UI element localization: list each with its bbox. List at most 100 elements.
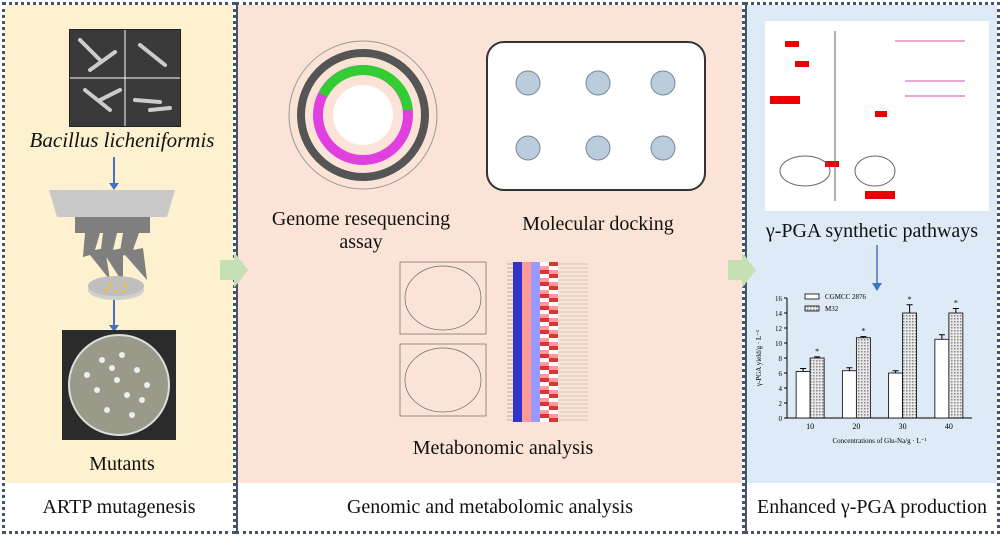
heatmap-cell: [531, 398, 540, 402]
heatmap-cell: [513, 298, 522, 302]
heatmap-cell: [540, 286, 549, 290]
heatmap-cell: [531, 378, 540, 382]
pathway-label: γ-PGA synthetic pathways: [765, 220, 979, 242]
heatmap-cell: [522, 362, 531, 366]
heatmap-cell: [540, 310, 549, 314]
heatmap-cell: [513, 378, 522, 382]
metabolite-heatmap: [507, 262, 588, 422]
heatmap-cell: [531, 414, 540, 418]
heatmap-cell: [522, 274, 531, 278]
heatmap-cell: [549, 358, 558, 362]
heatmap-cell: [540, 342, 549, 346]
heatmap-cell: [522, 286, 531, 290]
heatmap-cell: [531, 394, 540, 398]
heatmap-cell: [522, 402, 531, 406]
heatmap-cell: [522, 282, 531, 286]
y-tick-label: 16: [775, 295, 783, 303]
heatmap-cell: [540, 394, 549, 398]
heatmap-cell: [531, 370, 540, 374]
heatmap-cell: [522, 338, 531, 342]
heatmap-cell: [522, 266, 531, 270]
significance-mark: *: [954, 299, 958, 308]
heatmap-cell: [513, 274, 522, 278]
heatmap-cell: [549, 278, 558, 282]
flow-arrow-icon: [109, 300, 119, 332]
y-tick-label: 10: [775, 340, 783, 348]
bar-m32: [809, 357, 825, 419]
heatmap-cell: [549, 362, 558, 366]
heatmap-cell: [540, 350, 549, 354]
heatmap-cell: [522, 306, 531, 310]
heatmap-cell: [513, 386, 522, 390]
flow-arrow-icon: [872, 245, 882, 291]
heatmap-cell: [522, 298, 531, 302]
metabo-label: Metabonomic analysis: [412, 437, 594, 459]
heatmap-cell: [540, 330, 549, 334]
heatmap-cell: [531, 330, 540, 334]
heatmap-cell: [522, 386, 531, 390]
heatmap-cell: [531, 290, 540, 294]
y-tick-label: 0: [779, 415, 783, 423]
organism-label: Bacillus licheniformis: [29, 128, 215, 152]
heatmap-cell: [513, 338, 522, 342]
heatmap-cell: [531, 278, 540, 282]
y-tick-label: 2: [779, 400, 783, 408]
pathway-map: [765, 21, 989, 211]
heatmap-cell: [540, 306, 549, 310]
heatmap-cell: [513, 342, 522, 346]
artp-panel: Bacillus licheniformis Mutants ARTP muta…: [2, 2, 236, 534]
heatmap-cell: [522, 262, 531, 266]
heatmap-cell: [522, 326, 531, 330]
heatmap-cell: [549, 410, 558, 414]
heatmap-cell: [513, 414, 522, 418]
artp-device-illustration: [49, 157, 175, 332]
heatmap-cell: [549, 318, 558, 322]
heatmap-cell: [531, 350, 540, 354]
heatmap-cell: [540, 314, 549, 318]
heatmap-cell: [531, 314, 540, 318]
heatmap-cell: [522, 294, 531, 298]
heatmap-cell: [531, 322, 540, 326]
heatmap-cell: [531, 270, 540, 274]
heatmap-cell: [549, 290, 558, 294]
heatmap-cell: [531, 418, 540, 422]
heatmap-cell: [540, 262, 549, 266]
heatmap-cell: [513, 306, 522, 310]
heatmap-cell: [513, 286, 522, 290]
heatmap-cell: [549, 386, 558, 390]
bar-cgmcc-2876: [934, 338, 950, 419]
heatmap-cell: [549, 322, 558, 326]
docking-figure: [486, 41, 706, 191]
heatmap-cell: [522, 366, 531, 370]
heatmap-cell: [549, 326, 558, 330]
heatmap-cell: [540, 298, 549, 302]
heatmap-cell: [540, 282, 549, 286]
heatmap-cell: [522, 390, 531, 394]
heatmap-cell: [549, 402, 558, 406]
heatmap-cell: [513, 262, 522, 266]
heatmap-cell: [540, 322, 549, 326]
heatmap-cell: [531, 410, 540, 414]
docking-label: Molecular docking: [522, 213, 674, 235]
heatmap-cell: [513, 394, 522, 398]
heatmap-cell: [513, 410, 522, 414]
heatmap-cell: [549, 310, 558, 314]
heatmap-cell: [522, 334, 531, 338]
heatmap-cell: [540, 410, 549, 414]
yield-bar-chart: 0246810121416*10*20*30*40Concentrations …: [755, 293, 972, 445]
heatmap-cell: [549, 374, 558, 378]
heatmap-cell: [531, 310, 540, 314]
heatmap-cell: [513, 310, 522, 314]
production-caption: Enhanced γ-PGA production: [747, 483, 997, 531]
heatmap-cell: [540, 274, 549, 278]
heatmap-cell: [531, 286, 540, 290]
heatmap-cell: [513, 326, 522, 330]
heatmap-cell: [531, 386, 540, 390]
heatmap-cell: [513, 406, 522, 410]
heatmap-cell: [549, 266, 558, 270]
heatmap-cell: [513, 382, 522, 386]
heatmap-cell: [513, 290, 522, 294]
heatmap-cell: [549, 382, 558, 386]
heatmap-cell: [549, 306, 558, 310]
heatmap-cell: [531, 326, 540, 330]
